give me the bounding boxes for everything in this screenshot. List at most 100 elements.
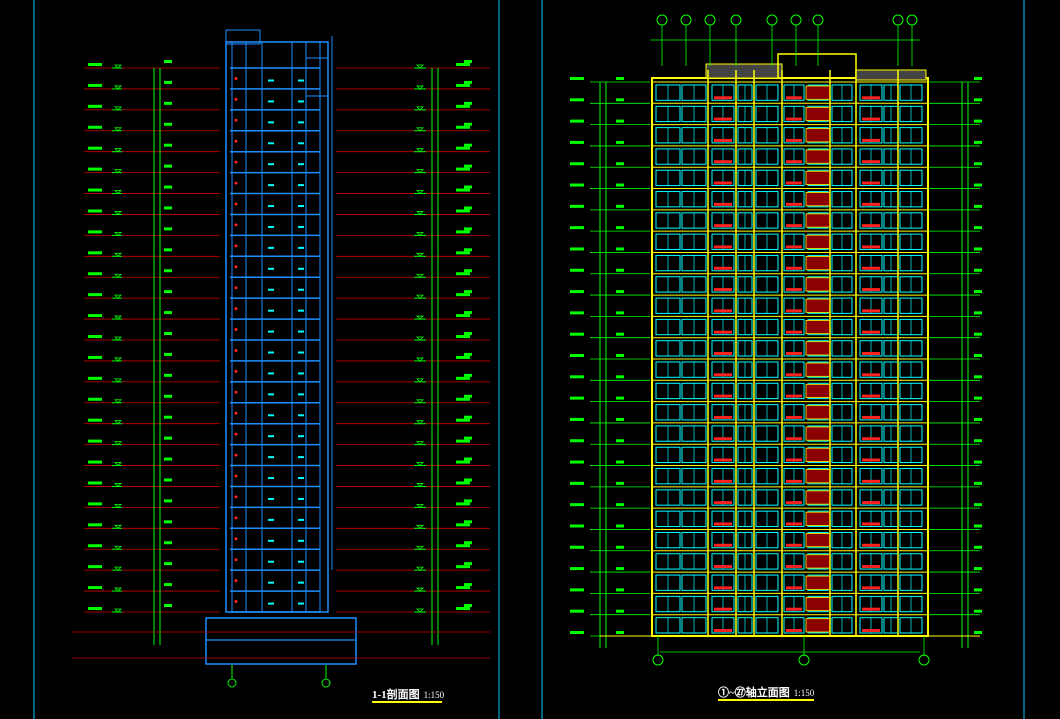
level-marker-left	[114, 273, 122, 278]
section-room-label	[298, 602, 304, 605]
section-room-label	[298, 142, 304, 145]
section-title-underline	[372, 701, 442, 703]
section-room-label	[268, 456, 274, 459]
dim-text-left	[164, 164, 172, 168]
level-marker-left	[114, 252, 122, 257]
section-room-label	[298, 456, 304, 459]
dim-text-right	[464, 227, 472, 231]
elev-dim-text-left	[616, 567, 624, 571]
elevation-balcony-rail	[786, 330, 802, 334]
section-mark	[234, 432, 238, 436]
elev-dim-text-left	[616, 226, 624, 230]
section-mark	[234, 600, 238, 604]
elevation-balcony-rail	[862, 309, 880, 313]
elevation-center-panel	[805, 319, 831, 335]
elev-level-label-left	[570, 98, 584, 102]
level-marker-right	[416, 231, 424, 236]
section-mark	[234, 328, 238, 332]
level-label-right	[456, 502, 470, 506]
level-marker-right	[416, 148, 424, 153]
section-mark	[234, 495, 238, 499]
elev-level-label-left	[570, 183, 584, 187]
section-room-label	[298, 435, 304, 438]
section-room-label	[268, 246, 274, 249]
section-room-label	[268, 163, 274, 166]
elev-dim-text-right	[974, 524, 982, 528]
dim-text-left	[164, 478, 172, 482]
level-label-left	[88, 83, 102, 87]
section-room-label	[268, 121, 274, 124]
elev-dim-text-left	[616, 268, 624, 272]
dim-text-right	[464, 499, 472, 503]
section-mark	[234, 411, 238, 415]
level-label-right	[456, 63, 470, 66]
elevation-balcony-rail	[786, 479, 802, 483]
level-label-left	[88, 293, 102, 297]
level-label-left	[88, 355, 102, 359]
section-mark	[234, 558, 238, 562]
dim-text-right	[464, 478, 472, 482]
level-label-right	[456, 209, 470, 213]
elev-dim-text-right	[974, 354, 982, 357]
level-marker-right	[416, 315, 424, 320]
elev-dim-text-left	[616, 162, 624, 166]
level-marker-left	[114, 441, 122, 446]
elev-level-label-left	[570, 545, 584, 549]
dim-text-left	[164, 562, 172, 566]
elevation-balcony-rail	[862, 458, 880, 462]
level-label-right	[456, 104, 470, 108]
level-marker-left	[114, 85, 122, 90]
elevation-balcony-rail	[714, 607, 732, 611]
elevation-balcony-rail	[862, 288, 880, 292]
elevation-center-panel	[805, 575, 831, 590]
elev-level-label-left	[570, 460, 584, 464]
dim-text-right	[464, 311, 472, 315]
elev-level-label-left	[570, 524, 584, 528]
elevation-balcony-rail	[862, 202, 880, 206]
section-room-label	[298, 184, 304, 187]
dim-text-left	[164, 394, 172, 398]
dim-text-left	[164, 101, 172, 105]
elevation-balcony-rail	[786, 607, 802, 611]
elevation-balcony-rail	[862, 394, 880, 398]
level-marker-right	[416, 566, 424, 571]
level-label-left	[88, 439, 102, 443]
dim-text-left	[164, 415, 172, 419]
section-room-label	[298, 497, 304, 500]
elev-dim-text-left	[616, 503, 624, 507]
elev-level-label-left	[570, 609, 584, 613]
level-label-left	[88, 523, 102, 527]
level-label-right	[456, 544, 470, 548]
section-mark	[234, 181, 238, 185]
level-marker-right	[416, 483, 424, 488]
level-label-right	[456, 439, 470, 443]
level-label-left	[88, 544, 102, 548]
elev-dim-text-right	[974, 247, 982, 251]
elev-level-label-left	[570, 631, 584, 634]
elevation-balcony-rail	[862, 117, 880, 121]
level-marker-right	[416, 420, 424, 425]
level-label-left	[88, 502, 102, 506]
level-label-right	[456, 397, 470, 401]
elev-dim-text-left	[616, 375, 624, 379]
elevation-axis-bubble-bottom	[798, 654, 810, 666]
level-marker-left	[114, 462, 122, 467]
level-marker-right	[416, 545, 424, 550]
elevation-balcony-rail	[862, 224, 880, 228]
elevation-center-panel	[805, 234, 831, 249]
elevation-roof-left	[705, 63, 783, 79]
elevation-balcony-rail	[862, 501, 880, 505]
level-label-left	[88, 460, 102, 464]
section-room-label	[298, 309, 304, 312]
level-label-left	[88, 209, 102, 213]
elevation-balcony-rail	[714, 629, 732, 632]
elev-dim-text-left	[616, 439, 624, 443]
elev-dim-text-right	[974, 162, 982, 166]
section-mark	[234, 474, 238, 478]
elev-dim-text-left	[616, 290, 624, 294]
section-room-label	[268, 225, 274, 228]
level-label-left	[88, 251, 102, 255]
elevation-balcony-rail	[714, 96, 732, 100]
level-label-left	[88, 314, 102, 318]
elevation-scale-text: 1:150	[793, 688, 815, 698]
